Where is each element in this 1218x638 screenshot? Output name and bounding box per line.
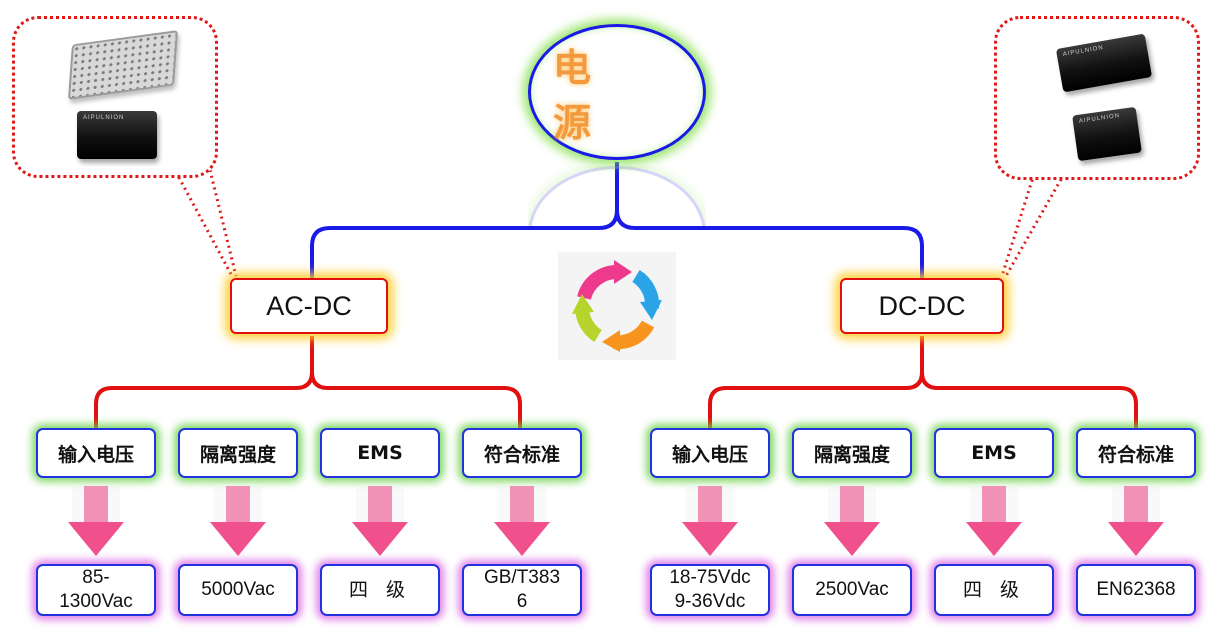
connector-acdc-right	[310, 371, 522, 430]
acdc-value-isolation: 5000Vac	[178, 564, 298, 616]
property-label: 隔离强度	[813, 443, 890, 466]
property-label: 隔离强度	[199, 443, 276, 466]
acdc-value-input-voltage: 85- 1300Vac	[36, 564, 156, 616]
acdc-enclosed-psu-image	[67, 30, 179, 100]
dcdc-property-standard: 符合标准	[1076, 428, 1196, 478]
acdc-property-input-voltage: 输入电压	[36, 428, 156, 478]
down-arrow-icon	[494, 486, 550, 558]
property-label: 输入电压	[671, 443, 748, 466]
dcdc-value-isolation: 2500Vac	[792, 564, 912, 616]
branch-acdc: AC-DC	[230, 278, 388, 334]
property-label: 符合标准	[483, 443, 560, 466]
acdc-module-image: AIPULNION	[77, 111, 157, 159]
acdc-value-standard: GB/T383 6	[462, 564, 582, 616]
value-line: EN62368	[1096, 579, 1176, 600]
value-line: 四 级	[962, 579, 1026, 601]
down-arrow-icon	[352, 486, 408, 558]
value-line: 四 级	[348, 579, 412, 601]
dcdc-sip-module-image: AIPULNION	[1055, 33, 1153, 93]
down-arrow-icon	[824, 486, 880, 558]
acdc-property-ems: EMS	[320, 428, 440, 478]
branch-dcdc: DC-DC	[840, 278, 1004, 334]
connector-dcdc-right	[920, 371, 1138, 430]
value-line: 85-	[82, 567, 110, 588]
property-label: EMS	[971, 442, 1017, 464]
dcdc-sip-module-brand: AIPULNION	[1062, 44, 1105, 58]
property-label: 输入电压	[57, 443, 134, 466]
acdc-property-standard: 符合标准	[462, 428, 582, 478]
acdc-module-brand: AIPULNION	[83, 115, 125, 121]
down-arrow-icon	[966, 486, 1022, 558]
down-arrow-icon	[68, 486, 124, 558]
callout-dcdc-products: AIPULNION AIPULNION	[994, 16, 1200, 180]
property-label: 符合标准	[1097, 443, 1174, 466]
value-line: 9-36Vdc	[674, 591, 746, 612]
callout-acdc-products: AIPULNION	[12, 16, 218, 178]
root-node: 电 源	[528, 24, 706, 160]
value-line: 18-75Vdc	[669, 567, 751, 588]
value-line: 6	[516, 591, 528, 612]
connector-acdc-left	[94, 336, 314, 430]
dcdc-value-ems: 四 级	[934, 564, 1054, 616]
dcdc-small-module-image: AIPULNION	[1072, 106, 1142, 162]
dcdc-small-module-brand: AIPULNION	[1078, 113, 1121, 125]
acdc-value-ems: 四 级	[320, 564, 440, 616]
property-label: EMS	[357, 442, 403, 464]
value-line: GB/T383	[483, 567, 561, 588]
down-arrow-icon	[210, 486, 266, 558]
dcdc-value-standard: EN62368	[1076, 564, 1196, 616]
root-reflection	[528, 166, 706, 226]
value-line: 5000Vac	[201, 579, 275, 600]
down-arrow-icon	[682, 486, 738, 558]
down-arrow-icon	[1108, 486, 1164, 558]
value-line: 1300Vac	[59, 591, 133, 612]
dcdc-value-input-voltage: 18-75Vdc 9-36Vdc	[650, 564, 770, 616]
dcdc-property-isolation: 隔离强度	[792, 428, 912, 478]
dcdc-property-ems: EMS	[934, 428, 1054, 478]
acdc-property-isolation: 隔离强度	[178, 428, 298, 478]
value-line: 2500Vac	[815, 579, 889, 600]
dcdc-property-input-voltage: 输入电压	[650, 428, 770, 478]
connector-dcdc-left	[708, 336, 924, 430]
callout-pointer-right	[1000, 173, 1036, 277]
root-label: 电 源	[553, 46, 614, 145]
branch-acdc-label: AC-DC	[266, 290, 352, 321]
recycle-icon	[558, 252, 676, 360]
callout-pointer-left	[174, 171, 234, 277]
branch-dcdc-label: DC-DC	[878, 290, 966, 321]
